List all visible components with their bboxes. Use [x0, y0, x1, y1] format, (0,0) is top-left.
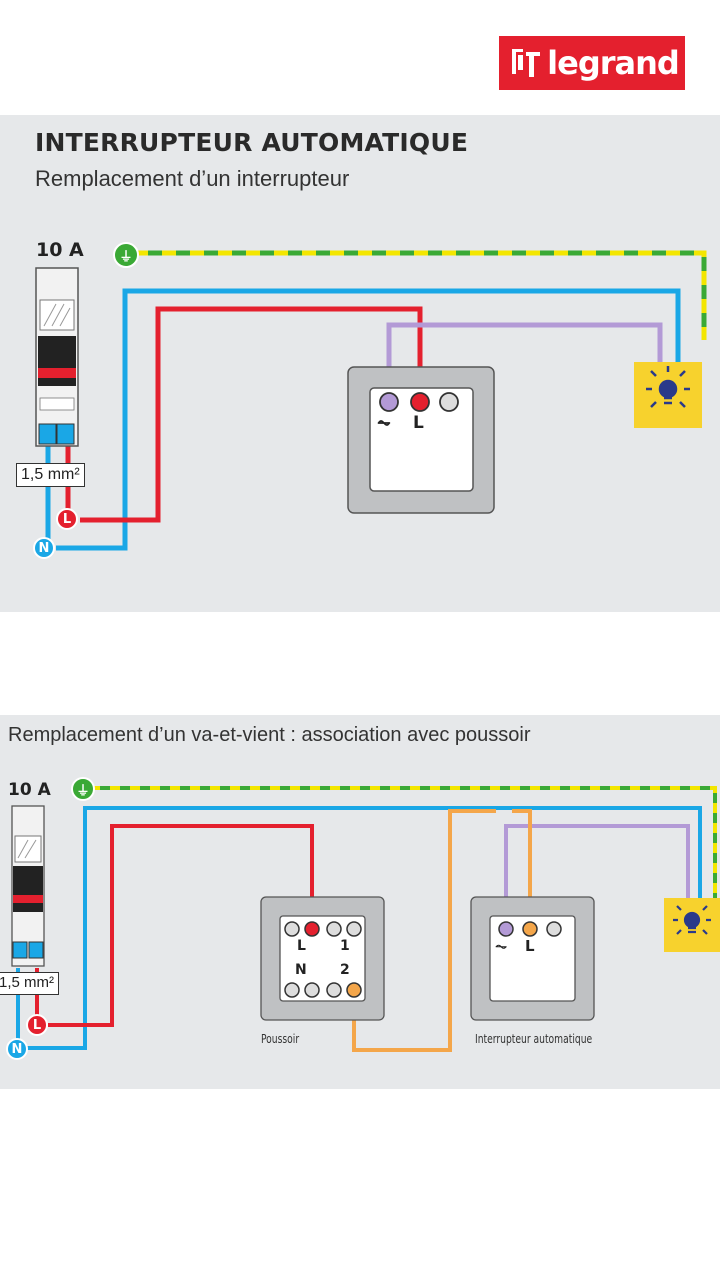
line-badge-1: L [56, 508, 78, 530]
diagram-1-title: INTERRUPTEUR AUTOMATIQUE [35, 128, 469, 157]
legrand-logo: legrand [499, 36, 685, 90]
diagram-1-subtitle: Remplacement d’un interrupteur [35, 166, 350, 191]
switch2-terminal-load: ⏦ [495, 937, 508, 955]
neutral-wire-1 [45, 288, 681, 551]
earth-icon: ⏚ [71, 777, 95, 801]
pushbutton-2 [260, 896, 385, 1021]
breaker-1 [35, 267, 79, 447]
automatic-switch-caption: Interrupteur automatique [475, 1032, 593, 1046]
automatic-switch-1 [347, 366, 495, 514]
breaker-rating-1: 10 A [36, 239, 84, 261]
diagram-2-subtitle: Remplacement d’un va-et-vient : associat… [8, 724, 531, 746]
pushbutton-caption: Poussoir [261, 1032, 300, 1046]
automatic-switch-2 [470, 896, 595, 1021]
line-badge-2: L [26, 1014, 48, 1036]
switch2-terminal-line: L [525, 937, 535, 955]
earth-icon: ⏚ [113, 242, 139, 268]
breaker-2 [11, 805, 45, 967]
pushbutton-terminal-l: L [297, 938, 306, 954]
return-wire-1 [386, 322, 663, 400]
neutral-badge-2: N [6, 1038, 28, 1060]
diagram-1-panel [0, 115, 720, 612]
switch-terminal-load: ⏦ [377, 413, 391, 433]
cable-section-1: 1,5 mm² [16, 463, 85, 487]
earth-wire-1 [134, 250, 707, 340]
switch-terminal-line: L [413, 413, 424, 433]
lamp-1 [634, 362, 702, 428]
cable-section-2: 1,5 mm² [0, 972, 60, 995]
breaker-rating-2: 10 A [8, 780, 51, 800]
lamp-2 [664, 898, 720, 952]
legrand-logo-icon [512, 49, 541, 77]
neutral-badge-1: N [33, 537, 55, 559]
logo-wordmark: legrand [547, 44, 680, 82]
earth-wire-2 [90, 786, 717, 900]
link-wire-2 [352, 809, 532, 1052]
pushbutton-terminal-n: N [295, 962, 307, 978]
pushbutton-terminal-1: 1 [340, 938, 350, 954]
return-wire-2 [504, 824, 690, 928]
pushbutton-terminal-2: 2 [340, 962, 350, 978]
